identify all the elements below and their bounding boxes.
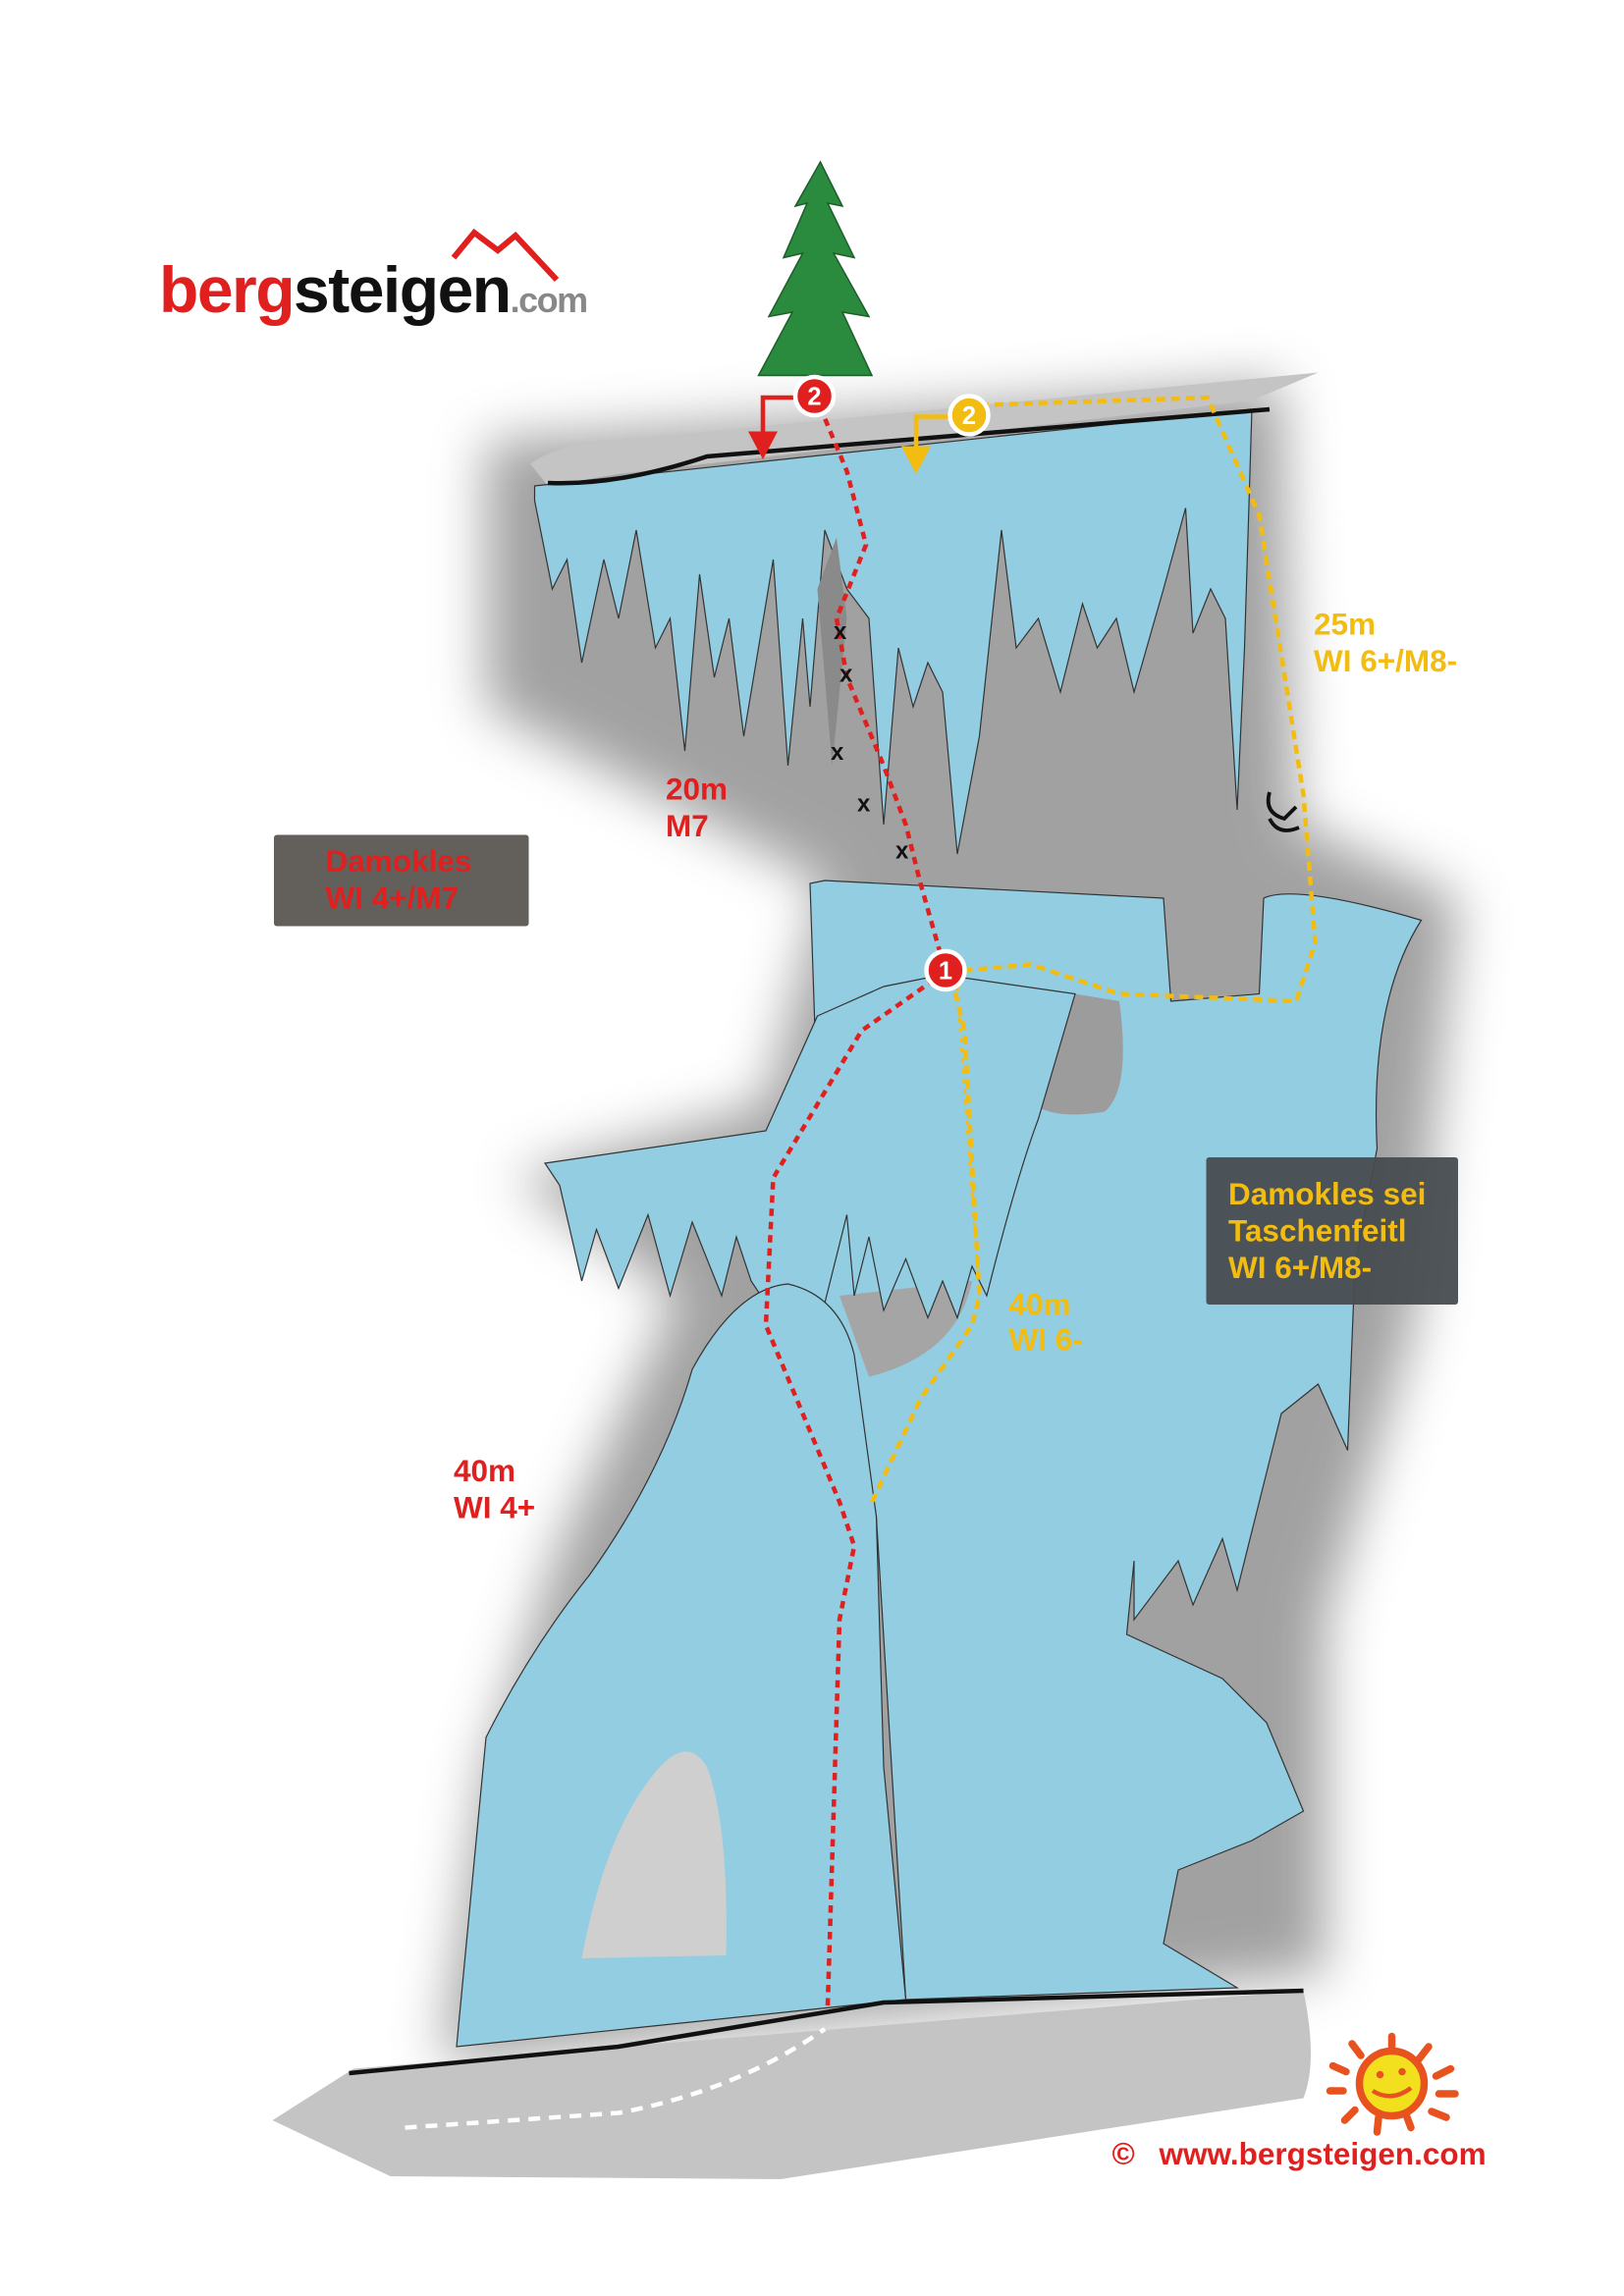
ice-middle-ledge [543,974,1076,1327]
ice-pillar-left [456,1283,907,2048]
route-damokles-line [763,400,948,2006]
top-ledge-rock [530,372,1319,486]
pitch-grade-label: WI 6- [1009,1322,1083,1358]
svg-text:x: x [831,739,844,766]
ground-line [349,1988,1304,2076]
belay-2-red: 2 [792,374,837,418]
ice-curtain [533,408,1253,855]
pitch-grade-label: M7 [666,808,709,843]
svg-text:x: x [857,791,871,818]
pitch-length-label: 40m [454,1453,515,1488]
rappel-arrow-red [748,395,795,459]
bergsteigen-logo: bergsteigen.com [159,228,588,326]
piton-icon [1266,791,1300,832]
svg-text:x: x [834,618,847,645]
pitch-length-label: 20m [666,772,728,807]
pitch-grade-label: WI 4+ [454,1490,535,1525]
route-variant-line [955,986,981,1297]
tree-icon [757,160,874,400]
rappel-arrow-yellow [901,414,950,474]
website-link[interactable]: www.bergsteigen.com [1159,2136,1487,2171]
svg-text:Damokles sei: Damokles sei [1228,1176,1426,1211]
belay-2-yellow: 2 [947,394,991,437]
svg-text:x: x [839,662,853,688]
pitch-length-label: 25m [1314,607,1376,642]
ice-cave [581,1751,727,1958]
svg-text:Taschenfeitl: Taschenfeitl [1228,1213,1406,1249]
belay-1: 1 [924,948,967,992]
svg-text:1: 1 [939,958,952,986]
route-box-damokles: Damokles WI 4+/M7 [274,834,529,927]
pitch-grade-label: WI 6+/M8- [1314,643,1457,678]
svg-text:2: 2 [807,384,821,411]
sun-logo-icon [1326,2032,1459,2136]
rock-recess [1038,993,1123,1115]
route-taschenfeitl-line [869,395,1318,1503]
bolt-markers: x x x x x [831,618,909,865]
svg-text:x: x [895,838,909,865]
ground-rock [272,1991,1311,2179]
route-box-taschenfeitl: Damokles sei Taschenfeitl WI 6+/M8- [1206,1157,1458,1305]
svg-text:bergsteigen.com: bergsteigen.com [159,253,587,326]
svg-text:WI 4+/M7: WI 4+/M7 [326,881,460,916]
top-ledge-line [547,406,1271,486]
rock-crack [817,537,847,766]
svg-text:Damokles: Damokles [326,843,472,879]
pitch-length-label: 40m [1009,1287,1071,1322]
approach-path [405,2027,827,2130]
svg-text:WI 6+/M8-: WI 6+/M8- [1228,1250,1372,1285]
svg-text:2: 2 [962,402,976,430]
copyright-symbol: © [1112,2136,1135,2171]
rock-recess [839,1281,972,1377]
